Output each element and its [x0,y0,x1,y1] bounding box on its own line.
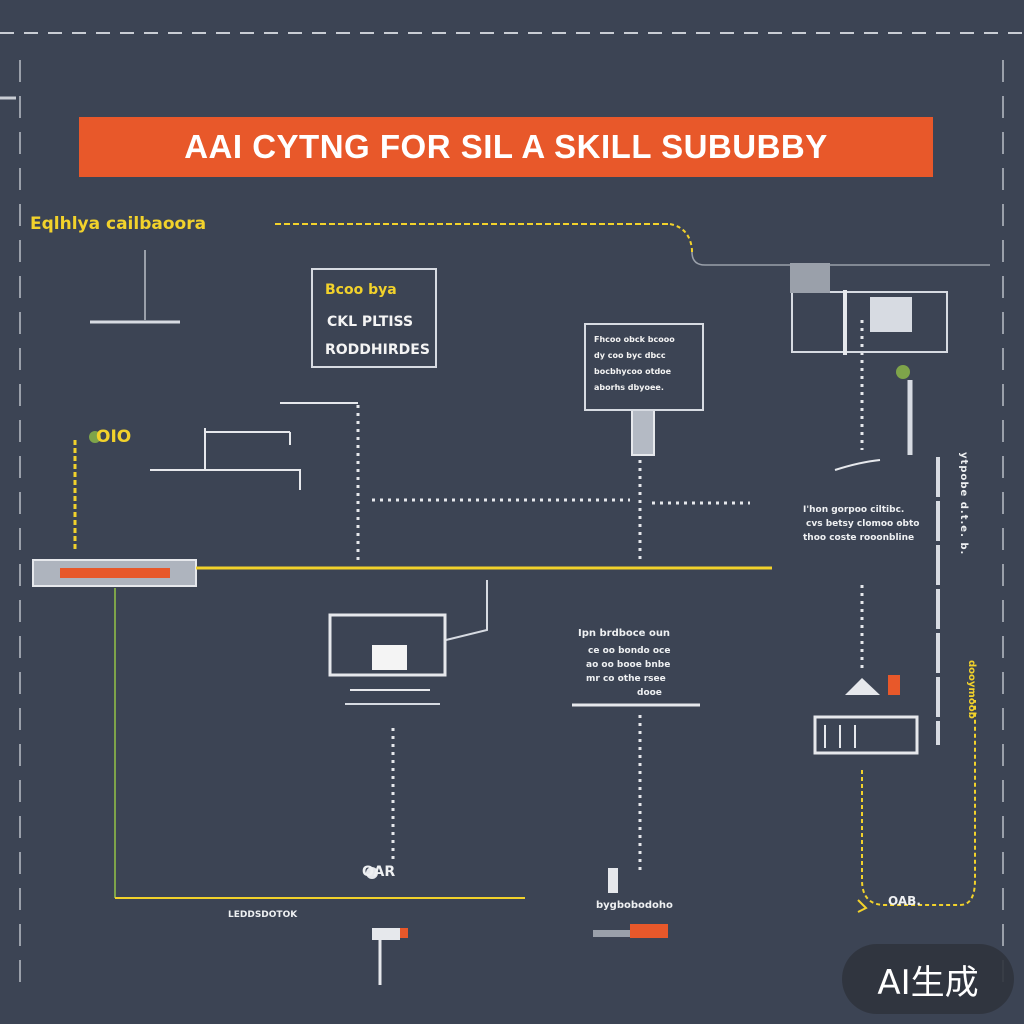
top-right-device-panel [870,297,912,332]
box-a-line-1: Bcoo bya [325,282,397,298]
right-bottom-unit [813,715,919,755]
top-yellow-label: Eqlhlya cailbaoora [30,214,207,234]
green-node-left [89,431,101,443]
box-b-line-4: aborhs dbyoee. [594,383,664,392]
title-banner: AAI CYTNG FOR SIL A SKILL SUBUBBY [79,117,933,177]
yellow-top-curve [669,223,693,252]
box-b-line-3: bocbhycoo otdoe [594,367,672,376]
center-text-4: mr co othe rsee [586,674,666,684]
center-connector [445,580,488,641]
bottom-left-plug-tip [400,928,408,938]
box-b-stand [631,409,655,456]
number-label: OIO [96,427,132,447]
center-text-1: Ipn brdboce oun [578,628,671,639]
schematic-frame [204,428,291,470]
bottom-center-post [608,868,618,893]
bottom-right-label: OAB. [888,894,921,908]
box-a-line-3: RODDHIRDES [325,342,430,358]
green-node-top-right [896,365,910,379]
schematic-wire [150,469,301,490]
bottom-left-plug [372,928,400,940]
left-component-core [60,568,170,578]
yellow-right-loop [861,700,976,906]
top-right-device-cap [790,263,830,293]
center-text-3: ao oo booe bnbe [586,660,671,670]
label-box-a: Bcoo bya CKL PLTISS RODDHIRDES [311,268,437,368]
gray-top-right-line [691,251,990,266]
bottom-left-small-label: LEDDSDOTOK [228,910,298,920]
right-text-3: thoo coste rooonbline [803,533,915,543]
bottom-left-node [366,867,378,879]
center-text-2: ce oo bondo oce [588,646,671,656]
label-box-b: Fhcoo obck bcooo dy coo byc dbcc bocbhyc… [584,323,704,411]
right-loop-arrow [857,899,868,913]
center-device-frame [328,613,447,677]
top-right-hook [834,459,881,471]
ai-generated-badge: AI生成 [842,944,1014,1014]
box-b-line-2: dy coo byc dbcc [594,351,666,360]
center-device-screen [372,645,407,670]
right-triangle-marker [845,678,880,695]
bottom-center-label: bygbobodoho [596,900,673,911]
vertical-text: ytpobe d.t.e. b. [958,452,969,556]
top-right-device-frame [791,291,948,353]
diagram-title: AAI CYTNG FOR SIL A SKILL SUBUBBY [184,128,828,165]
center-text-5: dooe [637,688,662,698]
vertical-yellow-text: dooymoob [966,660,977,719]
bottom-center-orange-block [630,924,668,938]
box-a-line-2: CKL PLTISS [327,314,414,330]
bottom-left-label: OAR [362,864,396,880]
box-b-line-1: Fhcoo obck bcooo [594,335,675,344]
right-orange-marker [888,675,900,695]
right-text-2: cvs betsy clomoo obto [806,519,920,529]
right-text-1: I'hon gorpoo ciltibc. [803,505,905,515]
bottom-center-bar [593,930,631,937]
ai-generated-badge-text: AI生成 [877,962,979,1003]
